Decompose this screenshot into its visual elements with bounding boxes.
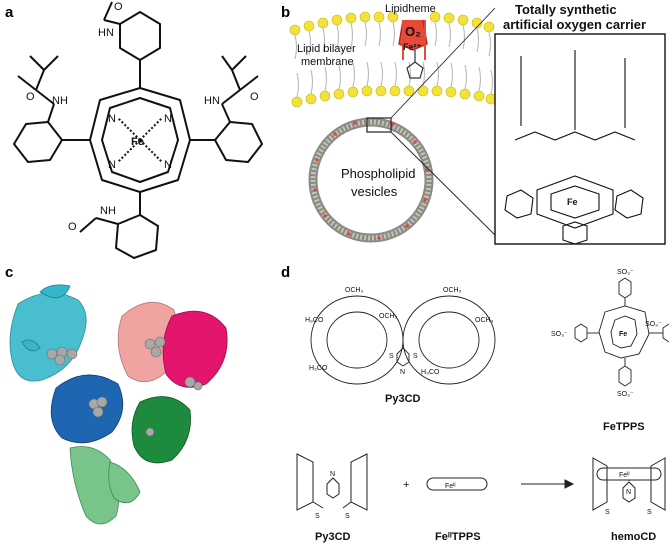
scheme-s-right-2: S: [647, 509, 652, 516]
hn-label-top: HN: [98, 27, 114, 39]
o-label-right: O: [250, 91, 259, 103]
box-title-line1: Totally synthetic: [515, 2, 617, 17]
lipidheme-label: Lipidheme: [385, 3, 436, 15]
vesicle-label-line2: vesicles: [351, 184, 398, 199]
scheme-left-label: Py3CD: [315, 531, 351, 543]
so3-label-left: SO₃⁻: [551, 331, 568, 338]
scheme-s-left-2: S: [345, 513, 350, 520]
och3-label-2: OCH₃: [379, 313, 398, 320]
compound1-label: Py3CD: [385, 393, 421, 405]
panel-b: b Lipidheme O₂ Fe²⁺ Lipid bilayer membra…: [275, 0, 669, 255]
nh-label-bottom: NH: [100, 205, 116, 217]
so3-label-right: SO₃⁻: [645, 321, 662, 328]
h3co-label-2: H₃CO: [309, 365, 328, 372]
lipidheme-vesicle-diagram: Lipidheme O₂ Fe²⁺ Lipid bilayer membrane…: [289, 2, 666, 245]
h3co-label-3: H₃CO: [421, 369, 440, 376]
n-label-d: N: [400, 369, 405, 376]
bilayer-label-line1: Lipid bilayer: [297, 43, 356, 55]
n-atom-label-3: N: [164, 159, 172, 171]
scheme-right-label: hemoCD: [611, 531, 656, 543]
hemocd-structures-and-scheme: OCH₃ H₃CO OCH₃ H₃CO OCH₃ OCH₃ H₃CO S S N…: [296, 269, 669, 543]
s-label-2: S: [413, 353, 418, 360]
scheme-n-left: N: [330, 471, 335, 478]
plus-sign: +: [403, 479, 409, 491]
o2-label: O₂: [405, 24, 421, 39]
fe-ii-label-hemocd: Feᴵᴵ: [619, 472, 630, 479]
panel-c-label: c: [5, 264, 14, 281]
vesicle-label-line1: Phospholipid: [341, 166, 415, 181]
so3-label-top: SO₃⁻: [617, 269, 634, 276]
n-atom-label-1: N: [108, 113, 116, 125]
nh-label-left: NH: [52, 95, 68, 107]
panel-d: d OCH₃ H₃CO OCH₃ H₃CO OCH₃ OCH₃ H₃CO S S…: [275, 262, 669, 550]
bilayer-label-line2: membrane: [301, 56, 354, 68]
h3co-label-1: H₃CO: [305, 317, 324, 324]
so3-label-bottom: SO₃⁻: [617, 391, 634, 398]
fetpps-fe-label: Fe: [619, 331, 627, 338]
och3-label-1: OCH₃: [345, 287, 364, 294]
o-label-bottom: O: [68, 221, 77, 233]
panel-a: a: [0, 0, 280, 270]
s-label-1: S: [389, 353, 394, 360]
panel-c: c: [0, 262, 280, 550]
fe-atom-label: Fe: [131, 136, 144, 148]
box-fe-label: Fe: [567, 197, 578, 207]
scheme-n-right: N: [626, 489, 631, 496]
picket-fence-porphyrin-structure: Fe N N N N HN O NH O HN O NH O: [13, 1, 263, 259]
box-title-line2: artificial oxygen carrier: [503, 17, 646, 32]
n-atom-label-2: N: [164, 113, 172, 125]
och3-label-3: OCH₃: [443, 287, 462, 294]
scheme-mid-label: FeᴵᴵTPPS: [435, 531, 481, 543]
panel-b-label: b: [281, 4, 291, 21]
o-label-top: O: [114, 1, 123, 13]
scheme-s-right-1: S: [605, 509, 610, 516]
hemoglobin-ribbon-structure: [9, 284, 228, 525]
hn-label-right: HN: [204, 95, 220, 107]
n-atom-label-4: N: [108, 159, 116, 171]
panel-a-label: a: [5, 4, 14, 21]
panel-d-label: d: [281, 264, 291, 281]
scheme-s-left-1: S: [315, 513, 320, 520]
fe-ii-label-scheme: Feᴵᴵ: [445, 483, 456, 490]
compound2-label: FeTPPS: [603, 421, 645, 433]
o-label-left: O: [26, 91, 35, 103]
fe2-label: Fe²⁺: [403, 42, 422, 52]
och3-label-4: OCH₃: [475, 317, 494, 324]
